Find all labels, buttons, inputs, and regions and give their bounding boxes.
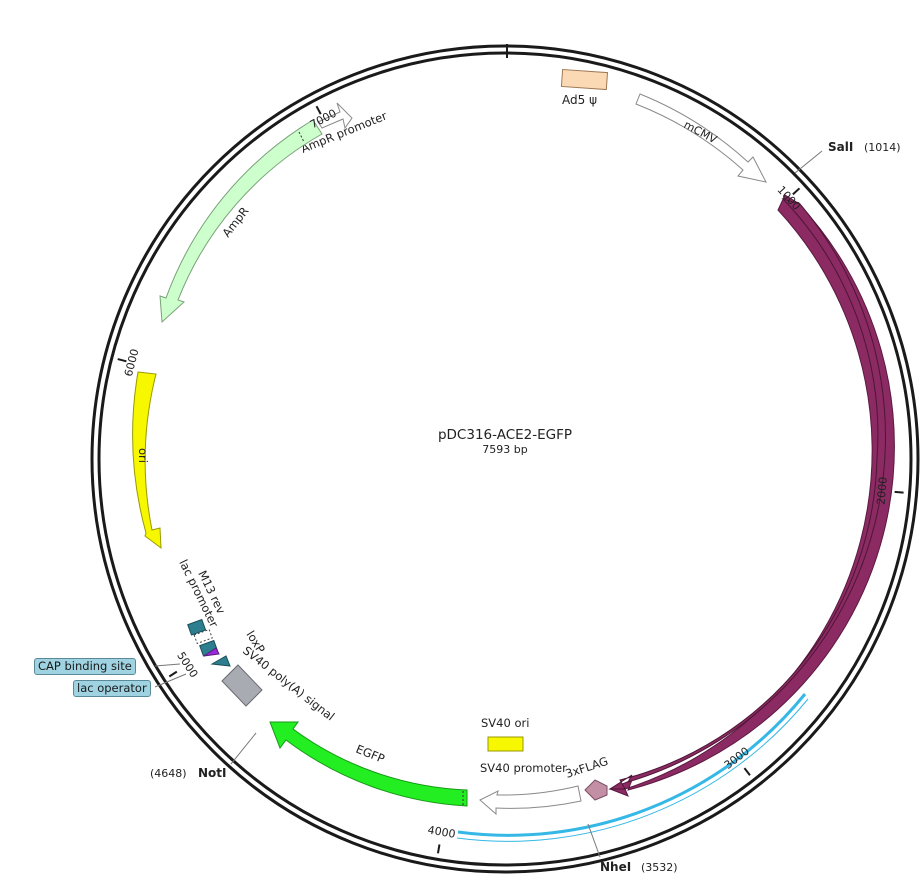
sali-name: SalI [828, 140, 853, 154]
flag-label: 3xFLAG [564, 754, 610, 781]
ampr-promoter-feature[interactable] [317, 102, 353, 130]
m13-rev-arrow [203, 647, 220, 657]
tick-mark [117, 358, 127, 363]
egfp-feature[interactable] [269, 721, 468, 807]
cap-binding-site-tag[interactable]: CAP binding site [34, 658, 136, 675]
tick-label: 2000 [875, 476, 890, 505]
noti-pos: (4648) [150, 767, 187, 780]
ad5-psi-label: Ad5 ψ [562, 93, 597, 107]
sali-site-line [794, 150, 823, 174]
sali-pos: (1014) [864, 141, 901, 154]
loxp-feature[interactable] [210, 655, 231, 667]
cap-tag-line [154, 663, 181, 667]
tick-mark [792, 187, 801, 196]
cap-site-box [187, 618, 207, 636]
tick-mark [743, 767, 751, 776]
tick-mark [315, 105, 322, 115]
mcmv-label: mCMV [682, 118, 720, 146]
flag-feature[interactable] [584, 779, 608, 801]
tick-mark [894, 490, 904, 494]
noti-site-line [230, 732, 257, 765]
backbone-inner-ring [97, 51, 913, 867]
sv40-ori-label: SV40 ori [481, 716, 529, 730]
sv40-ori-feature[interactable] [487, 736, 524, 752]
ori-feature[interactable] [132, 371, 162, 550]
nhei-pos: (3532) [641, 861, 678, 874]
backbone-outer-ring [90, 44, 920, 874]
sv40-promoter-feature[interactable] [479, 785, 582, 816]
nhei-site-line [587, 823, 601, 858]
noti-name: NotI [198, 766, 227, 780]
ad5-psi-feature[interactable] [560, 68, 609, 91]
lac-promoter-box [193, 628, 213, 645]
sv40-polya-feature[interactable] [221, 664, 263, 707]
ori-label: ori [136, 448, 150, 463]
plasmid-length: 7593 bp [482, 443, 527, 456]
ampr-feature[interactable] [159, 119, 323, 324]
mcmv-feature[interactable] [635, 93, 767, 183]
nhei-name: NheI [600, 860, 631, 874]
lac-operator-tag[interactable]: lac operator [73, 680, 151, 697]
tick-mark [168, 670, 178, 678]
tick-label: 5000 [174, 650, 200, 681]
highlight-region [457, 693, 807, 837]
tick-mark [436, 844, 441, 854]
ace2-arrow-body [608, 197, 886, 790]
egfp-label: EGFP [354, 742, 387, 766]
sv40-promoter-label: SV40 promoter [480, 761, 567, 775]
lac-operator-tag-line [154, 673, 187, 688]
tick-label: 4000 [427, 823, 457, 841]
plasmid-name: pDC316-ACE2-EGFP [438, 427, 572, 443]
